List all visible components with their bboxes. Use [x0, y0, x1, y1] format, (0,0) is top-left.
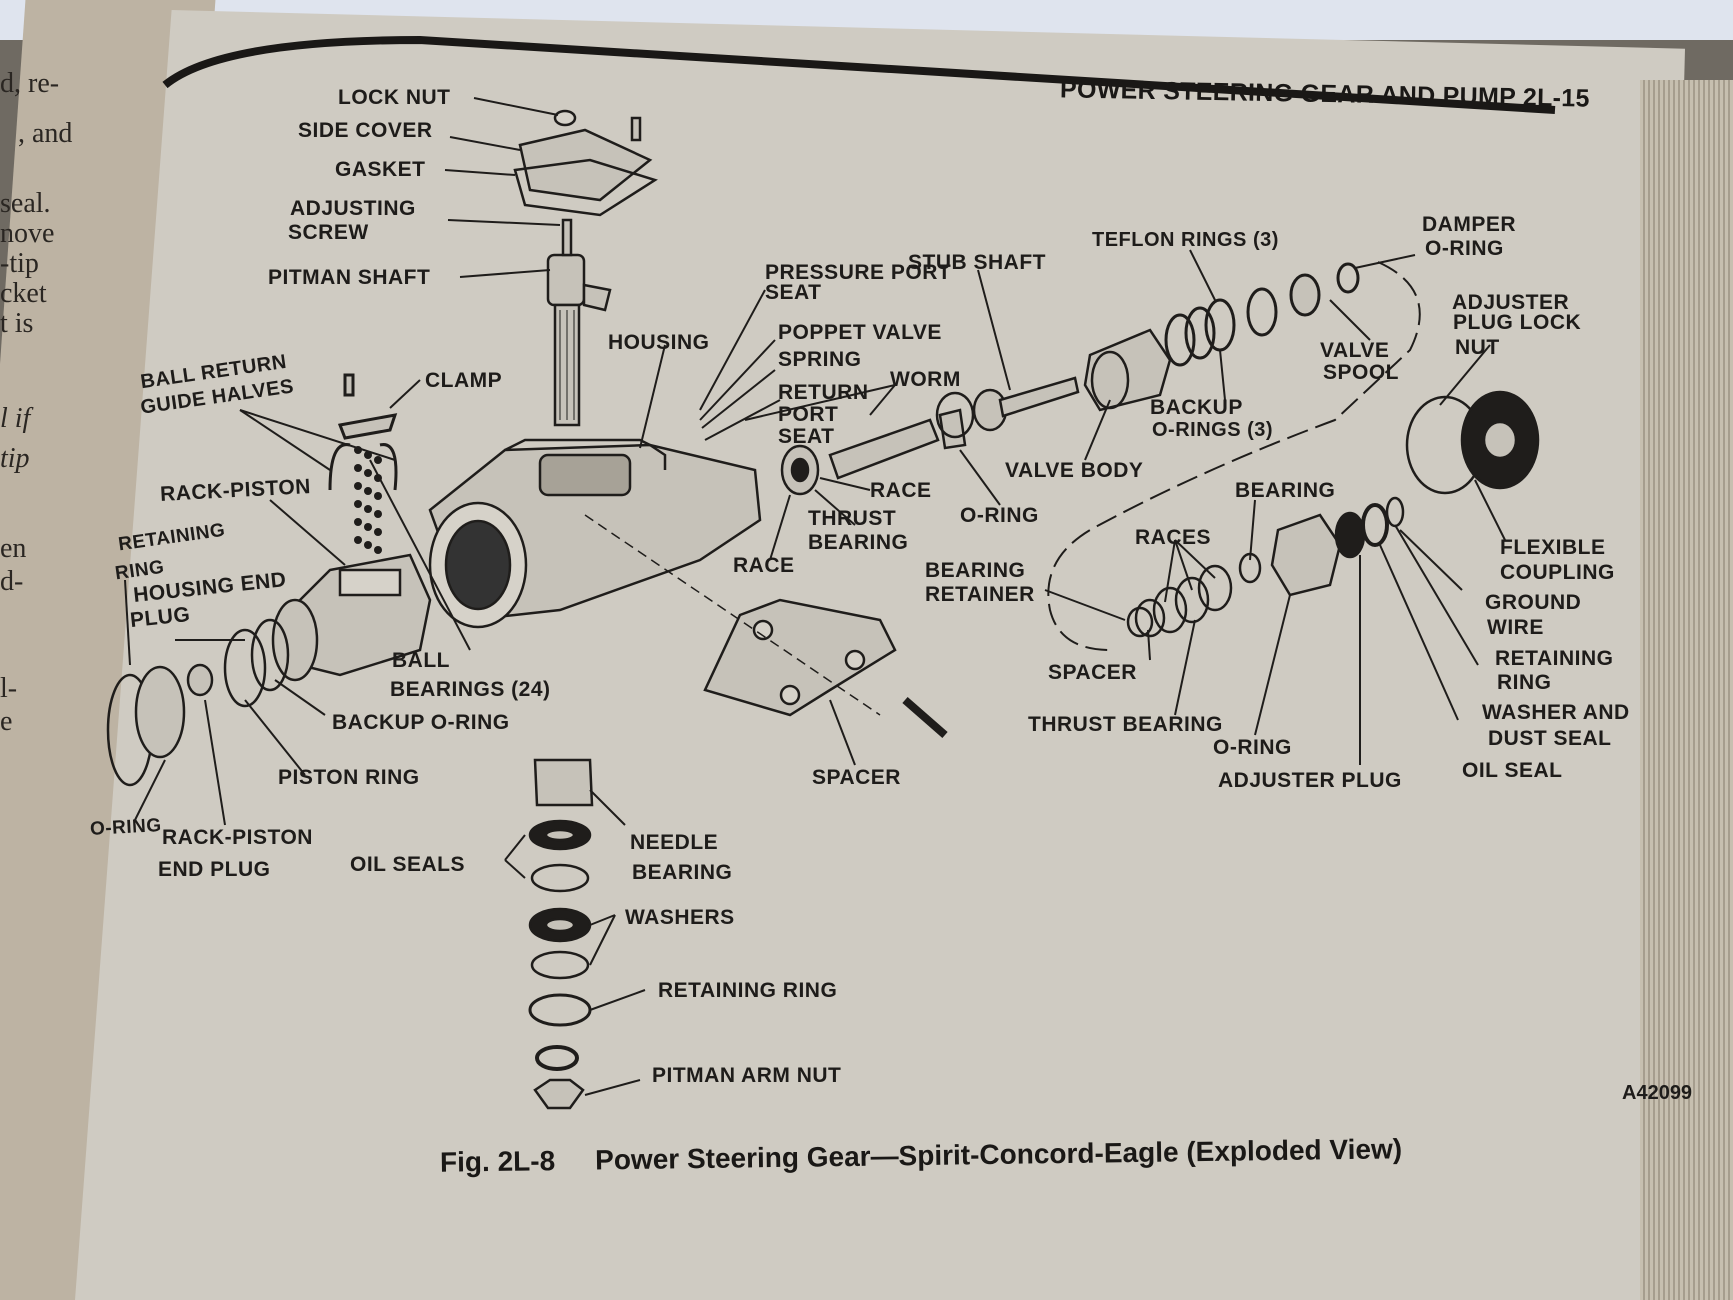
label-bearing: BEARING: [1235, 479, 1336, 502]
label-thrust-bearing-mid: THRUST: [808, 507, 897, 530]
left-page-text: nove: [0, 218, 55, 249]
label-race-left: RACE: [733, 554, 795, 577]
stub-shaft-drawing: [972, 328, 1172, 432]
assembly-centerline: [1047, 261, 1421, 651]
label-race-right: RACE: [870, 479, 932, 502]
label-washers: WASHERS: [625, 906, 735, 929]
label-clamp: CLAMP: [425, 369, 503, 392]
label-ground-wire: GROUND: [1485, 591, 1582, 614]
label-return-port-seat: RETURN: [778, 381, 869, 404]
label-retaining-ring-right: RING: [1497, 671, 1552, 694]
left-page-text: en: [0, 533, 27, 564]
left-page-text: d-: [0, 566, 24, 597]
left-page-text: seal.: [0, 188, 51, 219]
figure-number: Fig. 2L-8: [439, 1145, 556, 1178]
label-spacer-mid: SPACER: [812, 766, 901, 789]
label-stub-shaft: STUB SHAFT: [908, 251, 1046, 274]
ball-return-guide-drawing: [328, 373, 398, 491]
label-oil-seal: OIL SEAL: [1462, 759, 1563, 782]
label-ball-bearings: BEARINGS (24): [390, 678, 551, 701]
flexible-coupling-drawing: [1405, 390, 1540, 495]
pitman-shaft-drawing: [546, 218, 612, 427]
label-teflon-rings: TEFLON RINGS (3): [1092, 229, 1279, 251]
label-pressure-port-seat: SEAT: [765, 281, 822, 304]
label-needle-bearing: NEEDLE: [630, 831, 719, 854]
side-cover-drawing: [513, 109, 658, 217]
label-oil-seals: OIL SEALS: [350, 853, 465, 876]
left-page-text: t is: [0, 308, 34, 339]
label-damper-o-ring: O-RING: [1425, 237, 1504, 260]
label-o-ring-right: O-RING: [1213, 736, 1292, 759]
label-damper-o-ring: DAMPER: [1422, 213, 1517, 236]
label-valve-body: VALVE BODY: [1005, 459, 1144, 482]
label-spring: SPRING: [778, 348, 862, 371]
page-edges: [1640, 80, 1733, 1300]
seal-stack-drawing: [528, 758, 594, 1110]
left-page-text: -tip: [0, 248, 39, 279]
left-page-text: e: [0, 706, 13, 737]
end-plug-rings-drawing: [106, 618, 290, 787]
label-pitman-shaft: PITMAN SHAFT: [268, 266, 431, 289]
header-rule: [162, 35, 1556, 114]
adjuster-plug-drawing: [1126, 496, 1405, 638]
label-flexible-coupling: FLEXIBLE: [1500, 536, 1606, 559]
figure-code: A42099: [1622, 1082, 1693, 1104]
left-page-text: tip: [0, 443, 30, 474]
label-adjuster-plug-lock-nut: NUT: [1455, 336, 1500, 359]
housing-drawing: [428, 438, 762, 629]
label-o-ring-mid: O-RING: [960, 504, 1039, 527]
label-bearing-retainer: BEARING: [925, 559, 1026, 582]
label-thrust-bearing-mid: BEARING: [808, 531, 909, 554]
label-flexible-coupling: COUPLING: [1500, 561, 1615, 584]
label-ball-bearings: BALL: [392, 649, 450, 672]
label-gasket: GASKET: [335, 158, 426, 181]
label-adjusting-screw: SCREW: [288, 221, 369, 244]
label-valve-spool: SPOOL: [1323, 361, 1400, 384]
label-adjusting-screw: ADJUSTING: [290, 197, 416, 220]
label-backup-o-rings: O-RINGS (3): [1152, 419, 1274, 441]
label-worm: WORM: [890, 368, 961, 391]
label-return-port-seat: PORT: [778, 403, 839, 426]
label-thrust-bearing-right: THRUST BEARING: [1028, 713, 1223, 736]
ball-bearings-drawing: [354, 446, 382, 554]
label-needle-bearing: BEARING: [632, 861, 733, 884]
label-adjuster-plug-lock-nut: ADJUSTER: [1452, 291, 1570, 314]
assembly-centerline: [584, 514, 881, 716]
worm-drawing: [780, 391, 975, 496]
label-backup-o-rings: BACKUP: [1150, 396, 1243, 419]
label-retaining-ring-bottom: RETAINING RING: [658, 979, 838, 1002]
label-rack-piston-end-plug: END PLUG: [158, 858, 271, 881]
label-backup-o-ring: BACKUP O-RING: [332, 711, 510, 734]
label-lock-nut: LOCK NUT: [338, 86, 451, 109]
label-rack-piston-end-plug: RACK-PISTON: [162, 826, 313, 849]
left-page-text: l if: [0, 403, 31, 434]
label-ground-wire: WIRE: [1487, 616, 1544, 639]
label-washer-and-dust-seal: DUST SEAL: [1488, 727, 1612, 750]
label-retaining-ring-right: RETAINING: [1495, 647, 1614, 670]
label-housing: HOUSING: [608, 331, 710, 354]
left-page-text: cket: [0, 278, 47, 309]
label-adjuster-plug-lock-nut: PLUG LOCK: [1453, 311, 1582, 334]
label-spacer-right: SPACER: [1048, 661, 1137, 684]
left-page-text: l-: [0, 673, 18, 704]
label-pitman-arm-nut: PITMAN ARM NUT: [652, 1064, 842, 1087]
label-return-port-seat: SEAT: [778, 425, 835, 448]
label-washer-and-dust-seal: WASHER AND: [1482, 701, 1630, 724]
label-side-cover: SIDE COVER: [298, 119, 433, 142]
label-races: RACES: [1135, 526, 1212, 549]
leader-lines: [124, 97, 1506, 1096]
label-poppet-valve: POPPET VALVE: [778, 321, 942, 344]
label-adjuster-plug: ADJUSTER PLUG: [1218, 769, 1402, 792]
spacer-bracket-drawing: [703, 598, 948, 739]
rack-piston-drawing: [271, 553, 432, 682]
label-valve-spool: VALVE: [1320, 339, 1390, 362]
left-page-text: , and: [18, 118, 73, 149]
label-piston-ring: PISTON RING: [278, 766, 420, 789]
label-pressure-port-seat: PRESSURE PORT: [765, 261, 952, 284]
label-o-ring-left: O-RING: [89, 815, 163, 840]
label-bearing-retainer: RETAINER: [925, 583, 1035, 606]
left-page-text: d, re-: [0, 68, 60, 99]
